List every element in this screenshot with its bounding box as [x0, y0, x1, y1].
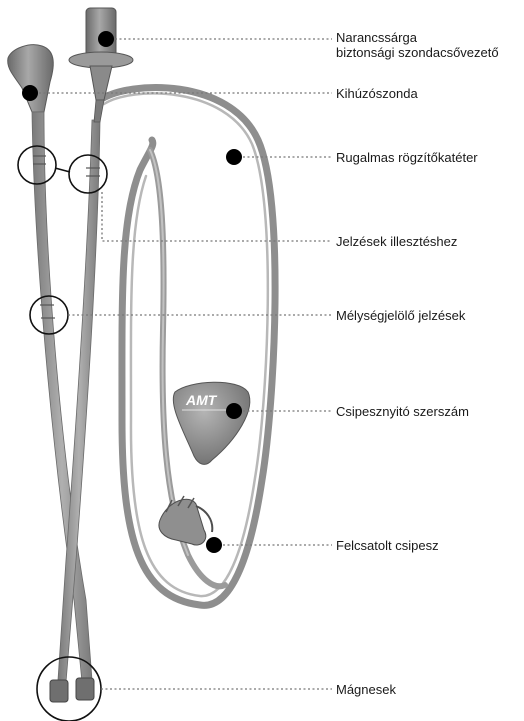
- label-line: Rugalmas rögzítőkatéter: [336, 150, 478, 165]
- label-line: biztonsági szondacsővezető: [336, 45, 499, 60]
- label-line: Mélységjelölő jelzések: [336, 308, 465, 323]
- label-orange-safety-guide: Narancssárga biztonsági szondacsővezető: [336, 30, 499, 60]
- dot-attached-clip: [206, 537, 222, 553]
- dot-retention-catheter: [226, 149, 242, 165]
- label-attached-clip: Felcsatolt csipesz: [336, 538, 439, 553]
- label-line: Felcsatolt csipesz: [336, 538, 439, 553]
- label-line: Narancssárga: [336, 30, 499, 45]
- attached-clip-shape: [159, 496, 212, 545]
- alignment-circle-right: [69, 155, 107, 193]
- label-alignment-marks: Jelzések illesztéshez: [336, 234, 457, 249]
- label-clip-opener-tool: Csipesznyitó szerszám: [336, 404, 469, 419]
- label-extraction-probe: Kihúzószonda: [336, 86, 418, 101]
- label-magnets: Mágnesek: [336, 682, 396, 697]
- label-depth-marks: Mélységjelölő jelzések: [336, 308, 465, 323]
- dot-clip-opener: [226, 403, 242, 419]
- label-line: Csipesznyitó szerszám: [336, 404, 469, 419]
- label-line: Kihúzószonda: [336, 86, 418, 101]
- dot-safety-guide: [98, 31, 114, 47]
- label-line: Jelzések illesztéshez: [336, 234, 457, 249]
- label-flexible-retention-catheter: Rugalmas rögzítőkatéter: [336, 150, 478, 165]
- label-line: Mágnesek: [336, 682, 396, 697]
- dot-extraction-probe: [22, 85, 38, 101]
- clip-opener-pick: AMT: [173, 382, 250, 464]
- pick-logo: AMT: [185, 392, 218, 408]
